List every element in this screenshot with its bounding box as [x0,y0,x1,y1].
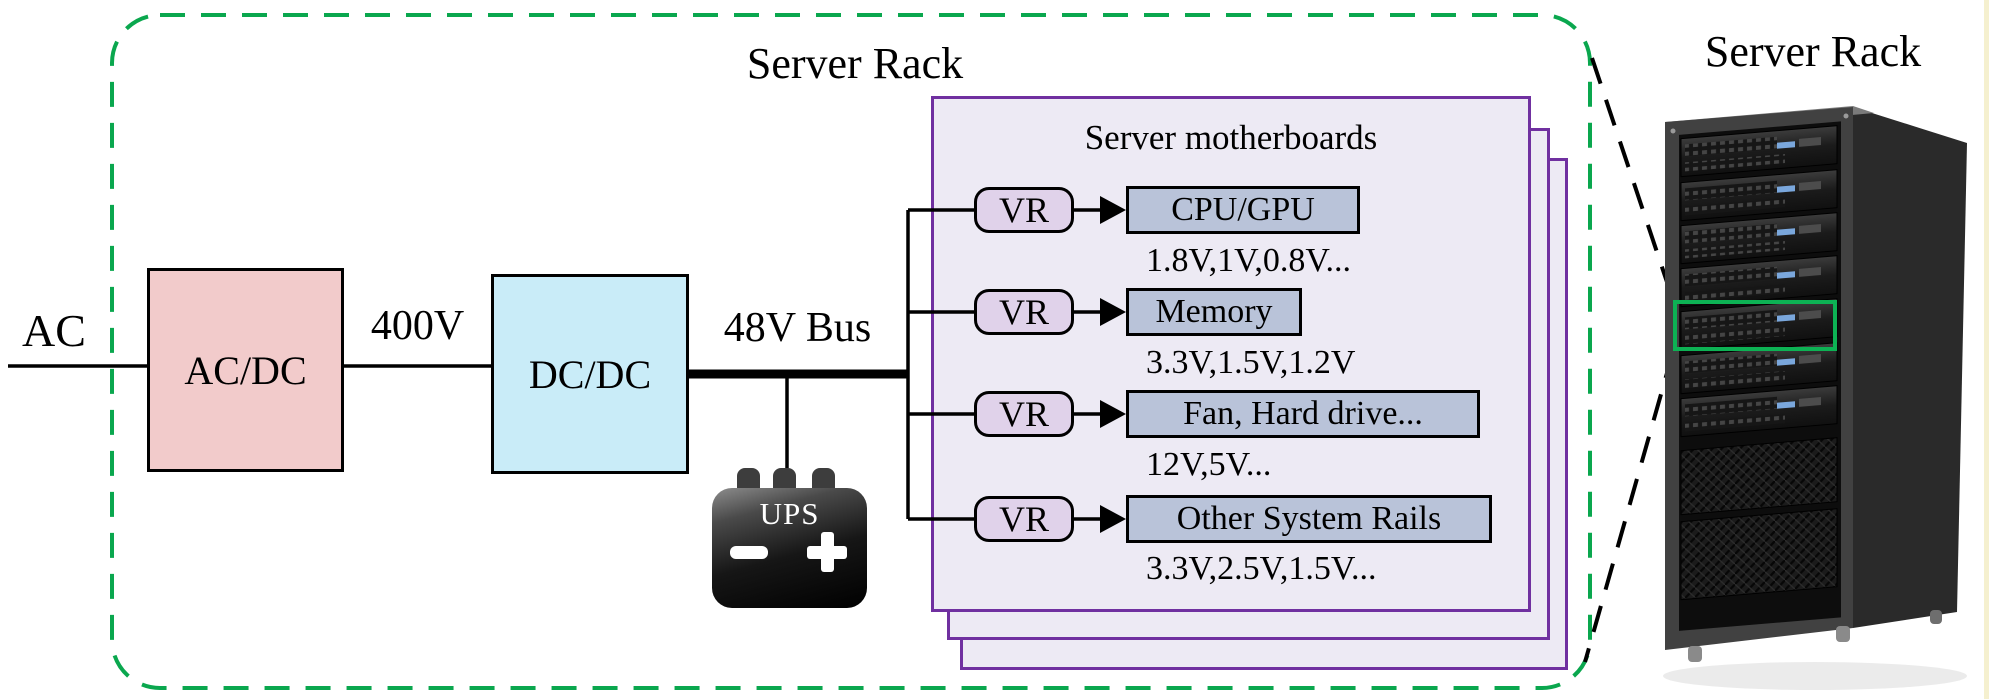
server-rack-dashed-boundary [110,13,1592,690]
vr-block-2: VR [974,289,1074,335]
arrowhead-icon [1100,298,1126,326]
vr-label: VR [998,190,1049,230]
led-strip-icon [1777,185,1795,193]
screw-icon [1670,128,1676,134]
server-unit [1680,125,1838,178]
led-strip-icon [1777,314,1795,322]
load-box-memory: Memory [1126,288,1302,336]
ups-label: UPS [759,496,820,531]
led-strip-icon [1777,401,1795,409]
dcdc-label: DC/DC [528,351,652,397]
page-edge-strip [1984,0,1989,699]
vr-block-4: VR [974,496,1074,542]
arrowhead-icon [1100,400,1126,428]
load-label: Fan, Hard drive... [1183,395,1423,432]
vr-label: VR [998,394,1049,434]
arrowhead-icon [1100,505,1126,533]
led-strip-icon [1777,228,1795,236]
rail-voltages-2: 3.3V,1.5V,1.2V [1146,344,1356,381]
led-strip-icon [1777,271,1795,279]
load-label: CPU/GPU [1171,191,1315,228]
led-strip-icon [1777,358,1795,366]
rail-voltages-4: 3.3V,2.5V,1.5V... [1146,550,1377,587]
400v-label: 400V [370,303,465,349]
rack-bay-area [1679,121,1841,631]
load-label: Memory [1155,293,1273,330]
rack-foot [1836,626,1850,642]
arrowhead-icon [1100,196,1126,224]
load-box-other-rails: Other System Rails [1126,495,1492,543]
server-unit [1680,169,1838,222]
server-unit [1680,342,1838,395]
rack-foot [1930,610,1942,624]
highlighted-server-outline [1673,300,1837,351]
rack-foot [1688,646,1702,662]
vr-label: VR [998,499,1049,539]
server-rack-photo [1663,106,1967,690]
led-strip-icon [1777,141,1795,149]
acdc-label: AC/DC [184,347,307,393]
server-unit [1680,385,1838,438]
floor-reflection [1663,662,1967,690]
48v-bus-label: 48V Bus [723,305,872,351]
load-box-cpu-gpu: CPU/GPU [1126,186,1360,234]
mesh-panel [1680,437,1838,516]
vr-block-3: VR [974,391,1074,437]
dcdc-converter-block: DC/DC [491,274,689,474]
vr-label: VR [998,292,1049,332]
server-unit [1680,212,1838,265]
diagram-title: Server Rack [746,39,964,88]
vr-block-1: VR [974,187,1074,233]
rail-voltages-1: 1.8V,1V,0.8V... [1146,242,1352,279]
screw-icon [1843,113,1849,119]
load-box-fan-harddrive: Fan, Hard drive... [1126,390,1480,438]
rack-photo-title: Server Rack [1704,27,1922,76]
callout-dash-bottom [1583,351,1675,663]
plus-terminal-icon [807,532,847,572]
mesh-panel [1680,508,1838,601]
ups-battery-icon: UPS [712,488,867,608]
server-unit [1680,255,1838,308]
vr-arrows [1074,196,1126,533]
ac-input-label: AC [22,305,86,356]
motherboard-panel-title: Server motherboards [1084,118,1378,157]
acdc-converter-block: AC/DC [147,268,344,472]
rail-voltages-3: 12V,5V... [1146,446,1272,483]
minus-terminal-icon [730,546,768,559]
load-label: Other System Rails [1176,500,1442,537]
rack-side-panel [1853,107,1967,628]
